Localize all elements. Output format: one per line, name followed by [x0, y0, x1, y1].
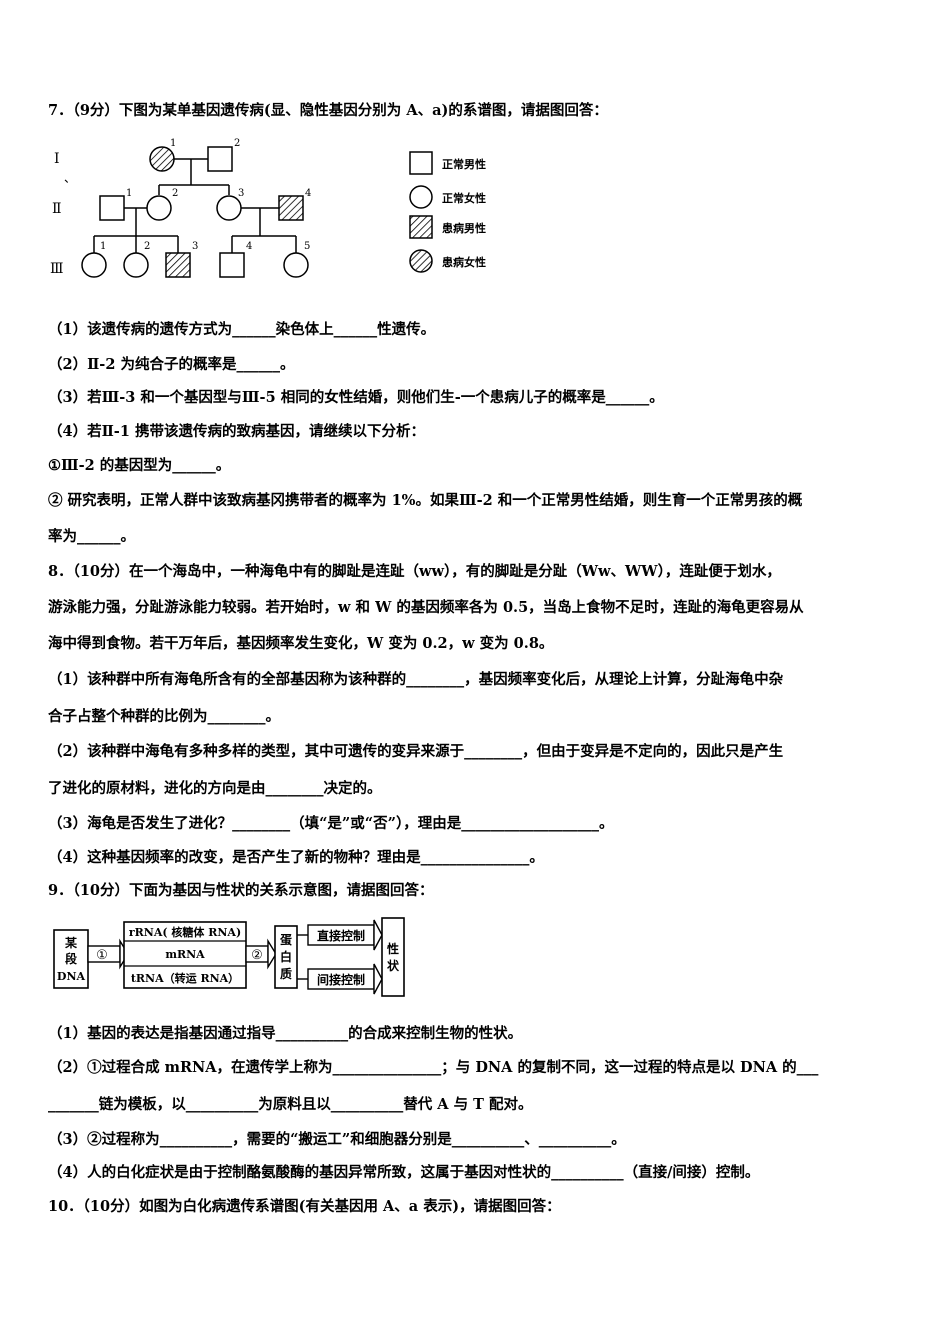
III-5-normal-female: [283, 252, 309, 278]
num-I-2: 2: [234, 138, 240, 149]
dna-char-3: DNA: [57, 970, 86, 983]
q8-line-4: 合子占整个种群的比例为________。: [48, 708, 280, 725]
step-2-label: ②: [251, 948, 263, 963]
trait-char-1: 性: [386, 941, 399, 956]
legend-normal-female-symbol: [409, 185, 433, 209]
num-II-1: 1: [126, 188, 132, 199]
q9-line-3: _______链为模板，以__________为原料且以__________替代…: [48, 1096, 533, 1113]
legend-normal-male: 正常男性: [442, 157, 486, 171]
legend-normal-male-symbol: [409, 151, 433, 175]
protein-char-3: 质: [280, 966, 292, 981]
q9-line-2: （2）①过程合成 mRNA，在遗传学上称为_______________；与 D…: [48, 1059, 819, 1076]
num-II-4: 4: [305, 188, 311, 199]
num-III-2: 2: [144, 241, 150, 252]
q7-item-1: （1）该遗传病的遗传方式为______染色体上______性遗传。: [48, 321, 436, 338]
q8-line-1: 游泳能力强，分趾游泳能力较弱。若开始时，w 和 W 的基因频率各为 0.5，当岛…: [48, 599, 804, 616]
III-3-affected-male: [165, 252, 191, 278]
III-4-normal-male: [219, 252, 245, 278]
num-I-1: 1: [170, 138, 176, 149]
rrna-label: rRNA( 核糖体 RNA): [129, 925, 241, 939]
num-III-1: 1: [100, 241, 106, 252]
protein-char-1: 蛋: [280, 933, 292, 947]
mrna-label: mRNA: [165, 948, 205, 961]
legend-normal-female: 正常女性: [442, 191, 486, 205]
legend-affected-male: 患病男性: [442, 221, 486, 235]
pedigree-chart: Ⅰ 、 Ⅱ Ⅲ 1 2 1 2 3 4 1 2 3 4 5 正常男性 正常女性 …: [50, 138, 486, 278]
q8-line-5: （2）该种群中海龟有多种多样的类型，其中可遗传的变异来源于________，但由…: [48, 743, 784, 760]
gen-label-III: Ⅲ: [50, 261, 64, 277]
trait-char-2: 状: [387, 958, 400, 973]
gene-trait-diagram: 某 段 DNA ① rRNA( 核糖体 RNA) mRNA tRNA（转运 RN…: [53, 917, 405, 997]
q8-line-2: 海中得到食物。若干万年后，基因频率发生变化，W 变为 0.2，w 变为 0.8。: [48, 635, 554, 652]
num-II-2: 2: [172, 188, 178, 199]
q8-line-8: （4）这种基因频率的改变，是否产生了新的物种？理由是______________…: [48, 849, 544, 866]
q8-line-7: （3）海龟是否发生了进化？________（填“是”或“否”），理由是_____…: [48, 815, 614, 832]
dna-char-2: 段: [65, 951, 78, 966]
q7-item-4-2-cont: 率为______。: [48, 528, 135, 545]
q9-line-4: （3）②过程称为__________，需要的“搬运工”和细胞器分别是______…: [48, 1131, 626, 1148]
legend-affected-female-symbol: [409, 249, 433, 273]
num-III-3: 3: [192, 241, 198, 252]
I-2-normal-male: [207, 146, 233, 172]
gen-label-II: Ⅱ: [52, 201, 62, 217]
q9-line-5: （4）人的白化症状是由于控制酪氨酸酶的基因异常所致，这属于基因对性状的_____…: [48, 1164, 760, 1181]
step-1-label: ①: [96, 948, 108, 963]
II-4-affected-male: [278, 195, 304, 221]
question-8-header: 8．（10分）在一个海岛中，一种海龟中有的脚趾是连趾（ww），有的脚趾是分趾（W…: [48, 563, 781, 580]
protein-char-2: 白: [280, 949, 292, 964]
q8-line-3: （1）该种群中所有海龟所含有的全部基因称为该种群的________，基因频率变化…: [48, 671, 784, 688]
III-2-normal-female: [123, 252, 149, 278]
II-1-normal-male: [99, 195, 125, 221]
num-III-5: 5: [304, 241, 310, 252]
q7-item-3: （3）若Ⅲ-3 和一个基因型与Ⅲ-5 相同的女性结婚，则他们生-一个患病儿子的概…: [48, 389, 664, 406]
q7-item-4-1: ①Ⅲ-2 的基因型为______。: [48, 457, 231, 474]
q7-item-4-2: ② 研究表明，正常人群中该致病基冈携带者的概率为 1%。如果Ⅲ-2 和一个正常男…: [48, 492, 803, 509]
gen-label-I: Ⅰ: [54, 151, 60, 167]
legend-affected-male-symbol: [409, 215, 433, 239]
question-9-header: 9．（10分）下面为基因与性状的关系示意图，请据图回答：: [48, 882, 434, 899]
I-1-affected-female: [149, 146, 175, 172]
q7-item-4: （4）若Ⅱ-1 携带该遗传病的致病基因，请继续以下分析：: [48, 423, 425, 440]
question-10-header: 10．（10分）如图为白化病遗传系谱图(有关基因用 A、a 表示)，请据图回答：: [48, 1198, 561, 1215]
num-II-3: 3: [238, 188, 244, 199]
gen-label-mark: 、: [64, 171, 76, 185]
II-2-normal-female: [146, 195, 172, 221]
dna-char-1: 某: [65, 935, 78, 950]
q8-line-6: 了进化的原材料，进化的方向是由________决定的。: [48, 780, 382, 797]
q9-line-1: （1）基因的表达是指基因通过指导__________的合成来控制生物的性状。: [48, 1025, 523, 1042]
indirect-control-label: 间接控制: [317, 972, 365, 987]
III-1-normal-female: [81, 252, 107, 278]
legend-affected-female: 患病女性: [442, 255, 486, 269]
question-7-header: 7．（9分）下图为某单基因遗传病(显、隐性基因分别为 A、a)的系谱图，请据图回…: [48, 102, 608, 119]
II-3-normal-female: [216, 195, 242, 221]
direct-control-label: 直接控制: [317, 928, 365, 943]
trna-label: tRNA（转运 RNA）: [131, 971, 239, 985]
num-III-4: 4: [246, 241, 252, 252]
q7-item-2: （2）Ⅱ-2 为纯合子的概率是______。: [48, 356, 295, 373]
